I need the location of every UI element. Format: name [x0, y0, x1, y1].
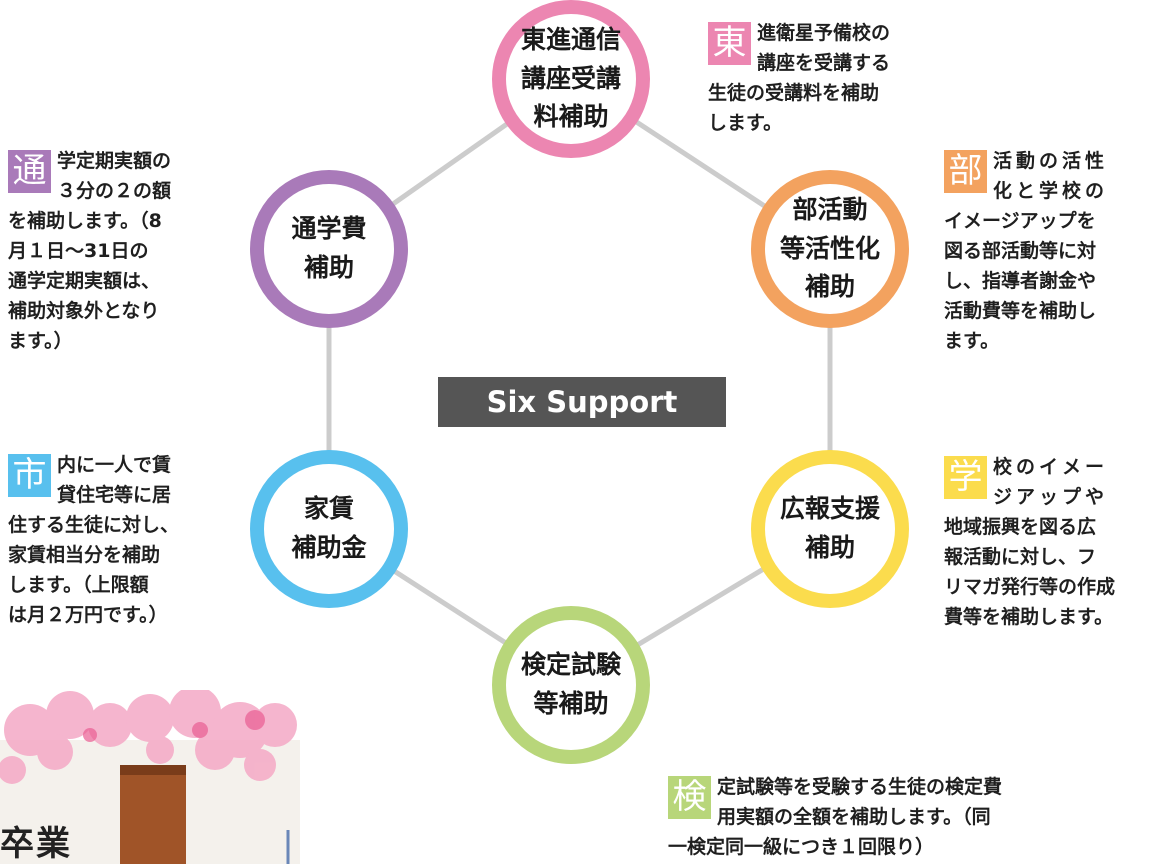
badge-icon: 市 — [8, 454, 51, 497]
center-title-text: Six Support — [486, 385, 678, 419]
description-lead: 学定期実額の ３分の２の額 — [57, 150, 172, 203]
description-body: 一検定同一級につき１回限り） — [668, 836, 935, 859]
support-title: 広報支援 補助 — [779, 494, 880, 562]
description-body: を補助します。（8 月１日～31日の 通学定期実額は、 補助対象外となり ます。… — [8, 210, 162, 353]
badge-icon: 学 — [944, 456, 987, 499]
description-body: 地域振興を図る広 報活動に対し、フ リマガ発行等の作成 費等を補助します。 — [944, 516, 1116, 629]
description-lead: 定試験等を受験する生徒の検定費 用実額の全額を補助します。（同 — [717, 776, 1003, 829]
support-ring-exam: 検定試験 等補助 — [492, 606, 650, 764]
support-ring-rent: 家賃 補助金 — [250, 450, 408, 608]
support-title: 検定試験 等補助 — [520, 650, 621, 718]
support-description-tuition: 東 進衛星予備校の 講座を受講する 生徒の受講料を補助 します。 — [708, 18, 940, 138]
badge-icon: 東 — [708, 22, 751, 65]
support-ring-pr: 広報支援 補助 — [751, 450, 909, 608]
support-title: 通学費 補助 — [291, 214, 367, 282]
support-title: 家賃 補助金 — [291, 494, 367, 562]
description-body: 住する生徒に対し、 家賃相当分を補助 します。（上限額 は月２万円です。） — [8, 514, 180, 627]
description-lead: 進衛星予備校の 講座を受講する — [757, 22, 891, 75]
support-ring-club: 部活動 等活性化 補助 — [751, 170, 909, 328]
description-body: 生徒の受講料を補助 します。 — [708, 82, 880, 135]
badge-icon: 部 — [944, 150, 987, 193]
support-description-pr: 学 校のイメー ジアップや 地域振興を図る広 報活動に対し、フ リマガ発行等の作… — [944, 452, 1148, 632]
support-title: 部活動 等活性化 補助 — [779, 194, 880, 302]
graduation-photo — [0, 690, 300, 864]
cherry-blossom-illustration — [0, 690, 300, 864]
description-body: イメージアップを 図る部活動等に対 し、指導者謝金や 活動費等を補助し ます。 — [944, 210, 1097, 353]
description-lead: 活動の活性 化と学校の — [993, 150, 1109, 203]
support-description-exam: 検 定試験等を受験する生徒の検定費 用実額の全額を補助します。（同 一検定同一級… — [668, 772, 1086, 862]
support-ring-commute: 通学費 補助 — [250, 170, 408, 328]
description-lead: 内に一人で賃 貸住宅等に居 — [57, 454, 172, 507]
description-lead: 校のイメー ジアップや — [993, 456, 1109, 509]
support-description-club: 部 活動の活性 化と学校の イメージアップを 図る部活動等に対 し、指導者謝金や… — [944, 146, 1148, 356]
support-ring-tuition: 東進通信 講座受講 料補助 — [492, 0, 650, 158]
badge-icon: 通 — [8, 150, 51, 193]
support-description-rent: 市 内に一人で賃 貸住宅等に居 住する生徒に対し、 家賃相当分を補助 します。（… — [8, 450, 212, 630]
center-title: Six Support — [438, 377, 726, 427]
support-description-commute: 通 学定期実額の ３分の２の額 を補助します。（8 月１日～31日の 通学定期実… — [8, 146, 212, 356]
photo-caption: 卒業 — [0, 824, 72, 864]
badge-icon: 検 — [668, 776, 711, 819]
support-title: 東進通信 講座受講 料補助 — [520, 24, 621, 132]
